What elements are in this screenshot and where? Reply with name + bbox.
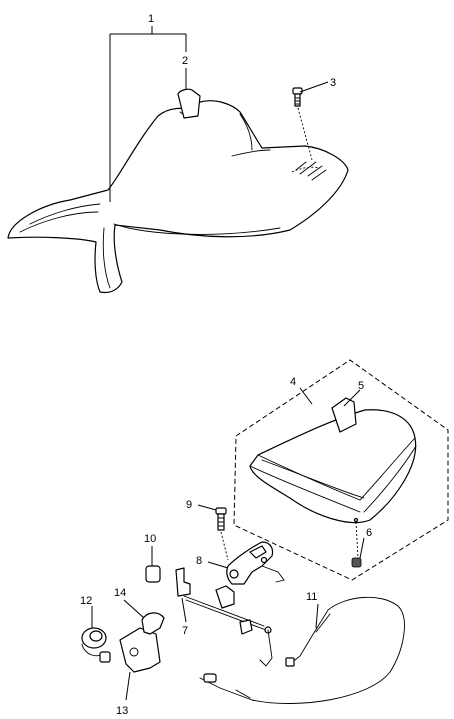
callout-11: 11 xyxy=(306,591,317,603)
passenger-seat-nut xyxy=(351,557,362,568)
lock-rod xyxy=(175,567,273,667)
callout-14: 14 xyxy=(114,587,126,599)
callout-2: 2 xyxy=(182,55,188,67)
rider-seat-tab xyxy=(177,88,201,119)
callout-8: 8 xyxy=(196,555,202,567)
callout-3: 3 xyxy=(330,77,336,89)
callout-4: 4 xyxy=(290,376,296,388)
seat-lock-cable xyxy=(199,596,405,704)
passenger-seat-pad xyxy=(331,397,357,433)
seat-lock-bracket xyxy=(226,541,285,585)
callout-1: 1 xyxy=(148,13,154,25)
rider-seat xyxy=(7,100,349,294)
callout-7: 7 xyxy=(182,625,188,637)
passenger-seat xyxy=(249,409,417,524)
callout-6: 6 xyxy=(366,527,372,539)
seat-lock-cylinder xyxy=(81,627,111,663)
lock-holder xyxy=(119,627,161,673)
callout-10: 10 xyxy=(144,533,156,545)
bracket-bolt xyxy=(215,507,229,561)
rider-seat-cushion xyxy=(7,100,349,294)
lock-lever xyxy=(141,612,165,635)
passenger-seat-assembly xyxy=(233,359,449,581)
callouts: 1 2 3 4 5 6 7 8 9 10 11 12 13 14 xyxy=(80,13,372,717)
leader-lines xyxy=(91,26,365,701)
callout-5: 5 xyxy=(358,380,364,392)
seat-bolt xyxy=(292,87,313,161)
spacer xyxy=(145,565,161,583)
callout-13: 13 xyxy=(116,705,128,717)
callout-9: 9 xyxy=(186,499,192,511)
assembly-group-outline xyxy=(233,359,449,581)
callout-12: 12 xyxy=(80,595,92,607)
